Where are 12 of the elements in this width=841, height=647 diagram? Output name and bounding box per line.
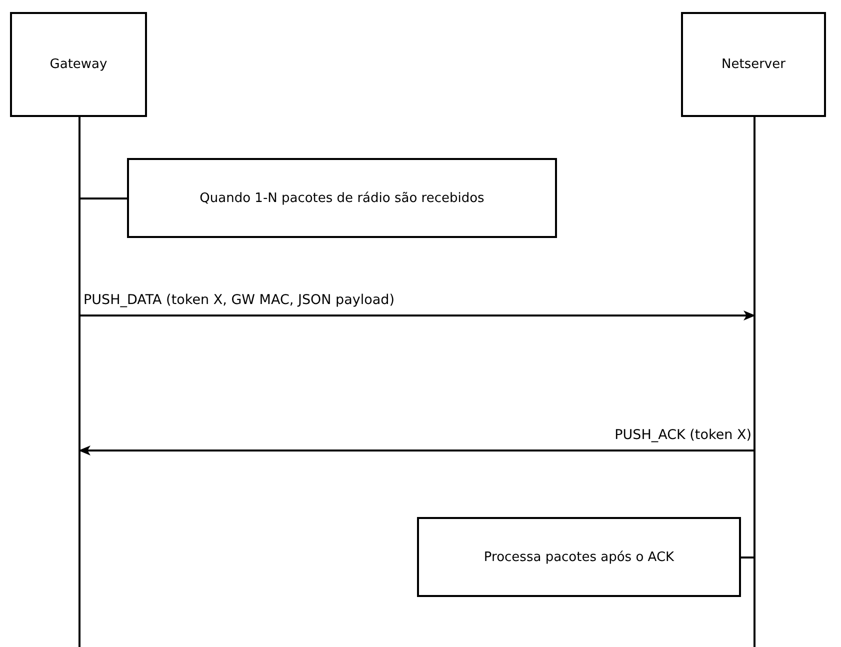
connector-line (741, 556, 754, 558)
message-label: PUSH_DATA (token X, GW MAC, JSON payload) (84, 292, 394, 308)
note-box (127, 158, 557, 238)
arrow (80, 310, 756, 320)
node-label: Gateway (50, 57, 108, 72)
message-label: PUSH_ACK (token X) (614, 426, 752, 442)
connector-line (80, 198, 127, 200)
node-label: Quando 1-N pacotes de rádio são recebidos (200, 190, 484, 206)
node-label: Netserver (722, 57, 786, 72)
node-label: Processa pacotes após o ACK (484, 550, 674, 564)
note-box (417, 517, 741, 597)
arrow (78, 446, 754, 456)
